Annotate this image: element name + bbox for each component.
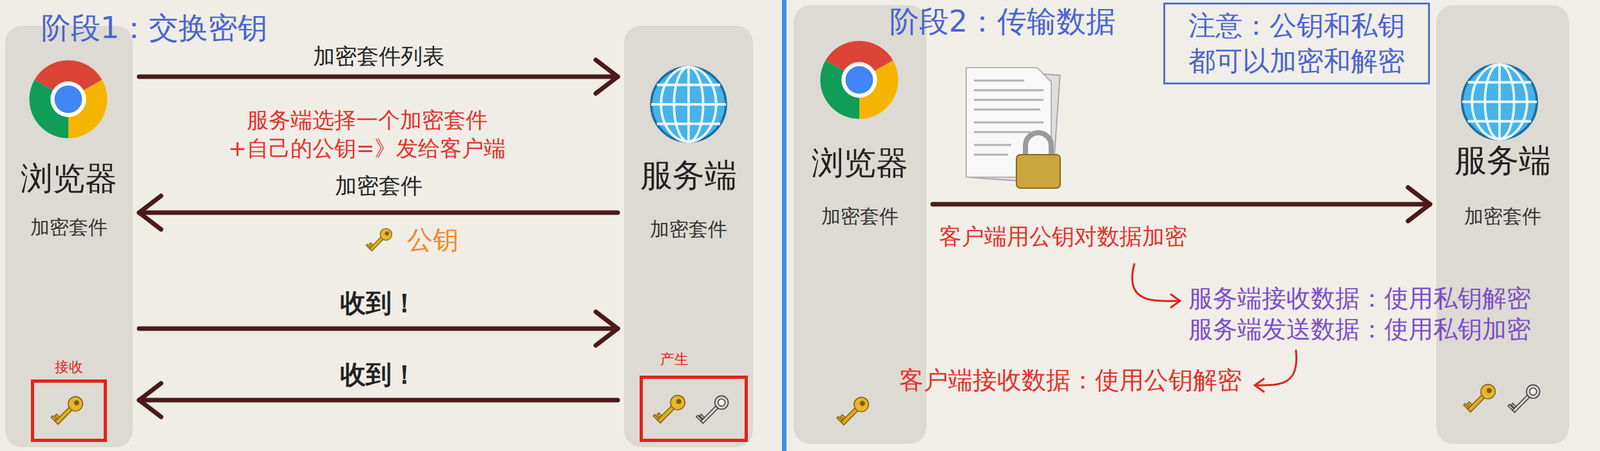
- column-title: 浏览器: [20, 159, 118, 198]
- arrow-head: [595, 311, 618, 346]
- panel-right: [786, 0, 1600, 451]
- column-subtitle: 加密套件: [1464, 204, 1542, 229]
- step-note: 服务端接收数据：使用私钥解密: [1188, 284, 1532, 314]
- leader-arrow: [1254, 350, 1297, 392]
- key-box-label: 接收: [54, 358, 84, 376]
- arrow-connector: [932, 187, 1430, 221]
- arrow-connector: [139, 195, 618, 230]
- edge-label: 加密套件列表: [309, 43, 449, 70]
- column-title: 浏览器: [811, 143, 909, 183]
- note-box: 注意：公钥和私钥 都可以加密和解密: [1163, 2, 1430, 85]
- edge-label: 加密套件: [331, 172, 427, 200]
- globe-icon: [651, 66, 726, 142]
- arrow-line: [139, 74, 618, 80]
- leader-arrow: [1132, 264, 1181, 308]
- globe-icon: [1462, 64, 1537, 140]
- note-text: 注意：公钥和私钥 都可以加密和解密: [1174, 8, 1420, 79]
- section-title: 阶段2：传输数据: [889, 3, 1116, 40]
- gold-key: [653, 391, 688, 427]
- panel-left: [0, 0, 782, 451]
- gold-key: [365, 225, 395, 254]
- section-title: 阶段1：交换密钥: [41, 10, 268, 46]
- step-note: 客户端用公钥对数据加密: [939, 222, 1188, 250]
- column-subtitle: 加密套件: [649, 217, 728, 241]
- step-note: 服务端发送数据：使用私钥加密: [1188, 314, 1532, 345]
- chrome-icon: [820, 41, 899, 120]
- silver-key: [696, 392, 732, 428]
- chrome-icon: [29, 60, 108, 139]
- column-title: 服务端: [640, 155, 737, 195]
- gold-key: [1463, 380, 1499, 416]
- arrow-line: [139, 210, 618, 216]
- edge-label: 收到！: [336, 358, 422, 390]
- gold-key: [50, 392, 86, 428]
- arrow-head: [139, 383, 162, 417]
- arrow-line: [139, 326, 618, 332]
- edge-label: 收到！: [336, 287, 422, 319]
- arrow-line: [932, 202, 1430, 207]
- divider-line: [781, 0, 787, 451]
- silver-key: [1507, 381, 1543, 417]
- document-icon: [966, 67, 1061, 189]
- column-subtitle: 加密套件: [30, 215, 108, 239]
- column-title: 服务端: [1454, 141, 1552, 180]
- column-subtitle: 加密套件: [821, 204, 899, 229]
- gold-key: [836, 393, 872, 429]
- arrow-head: [139, 195, 162, 230]
- key-label: 公钥: [407, 224, 459, 256]
- arrow-head: [595, 59, 618, 94]
- key-box: 产生: [639, 375, 748, 442]
- key-box-label: 产生: [660, 351, 689, 368]
- arrow-line: [139, 398, 618, 403]
- arrow-head: [1408, 187, 1430, 221]
- step-note: 客户端接收数据：使用公钥解密: [899, 365, 1242, 396]
- step-note: 服务端选择一个加密套件 +自己的公钥=》发给客户端: [215, 105, 519, 163]
